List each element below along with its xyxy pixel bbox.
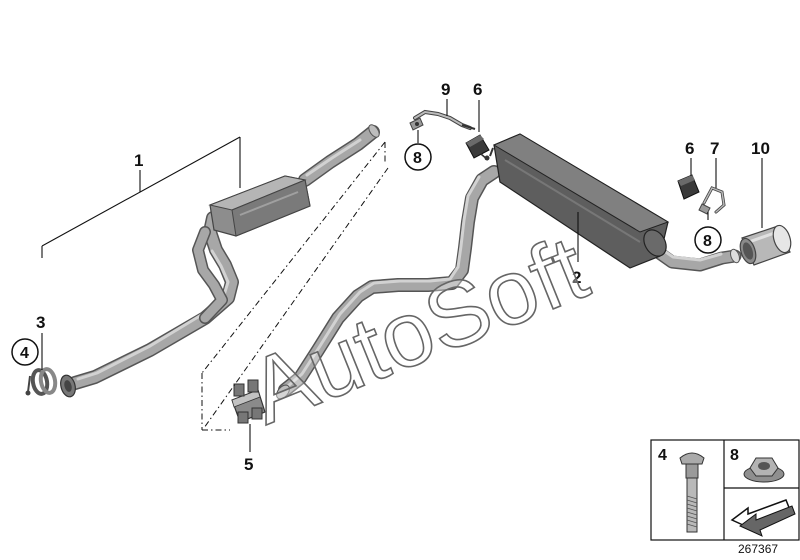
callout-part-4: 4 [20, 345, 29, 362]
pipe-clamp-ring[interactable] [25, 367, 58, 396]
callout-part-2[interactable]: 2 [572, 268, 581, 287]
rear-muffler[interactable] [484, 133, 742, 272]
callout-part-1[interactable]: 1 [134, 151, 143, 170]
callout-part-6-rear[interactable]: 6 [685, 139, 694, 158]
direction-arrow-icon [727, 492, 796, 537]
callout-part-6-front[interactable]: 6 [473, 80, 482, 99]
center-muffler [208, 175, 311, 237]
watermark: AutoSoft [235, 217, 600, 444]
front-pipe-assembly[interactable] [58, 123, 381, 398]
callout-part-10[interactable]: 10 [751, 139, 770, 158]
diagram-number: 267367 [738, 542, 778, 556]
hanger-bracket-rear[interactable] [698, 186, 726, 215]
callout-part-5[interactable]: 5 [244, 455, 253, 474]
callout-part-3[interactable]: 3 [36, 313, 45, 332]
intermediate-pipe[interactable] [274, 165, 501, 401]
legend-box: 4 8 [650, 439, 800, 541]
hanger-bracket-front[interactable] [409, 109, 476, 131]
callout-part-8-rear-circle[interactable]: 8 [694, 226, 722, 254]
flange-nut-icon [743, 457, 785, 483]
hex-bolt-icon [679, 452, 705, 533]
legend-bolt-label: 4 [658, 447, 667, 464]
callout-part-8-front: 8 [413, 150, 422, 167]
callout-part-8-rear: 8 [703, 233, 712, 250]
legend-nut-label: 8 [730, 447, 739, 464]
pipe-clamp-sleeve[interactable] [231, 379, 266, 424]
leader-lines [41, 99, 763, 452]
callout-part-7[interactable]: 7 [710, 139, 719, 158]
rubber-mount-rear[interactable] [677, 174, 700, 200]
callout-part-8-front-circle[interactable]: 8 [404, 143, 432, 171]
callout-part-9[interactable]: 9 [441, 80, 450, 99]
tailpipe-trim[interactable] [737, 223, 794, 266]
rubber-mount-front[interactable] [465, 134, 490, 161]
callout-part-4-circle[interactable]: 4 [11, 338, 39, 366]
